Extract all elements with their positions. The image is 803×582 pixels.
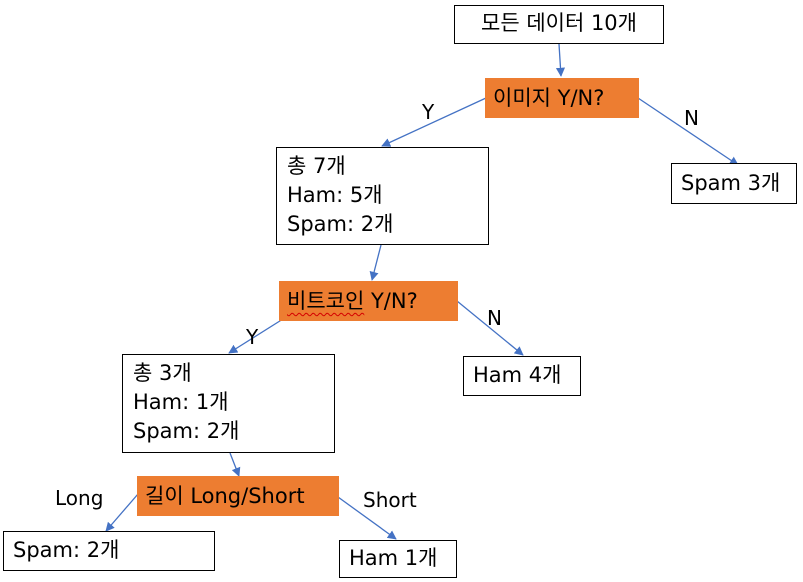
- edge-q1-yes: [381, 97, 487, 147]
- q1-no-leaf-label: Spam 3개: [681, 171, 781, 195]
- question-bitcoin-node: 비트코인 Y/N?: [279, 281, 458, 321]
- question-bitcoin-suffix: Y/N?: [364, 289, 418, 313]
- q2-yes-total: 총 3개: [133, 361, 192, 385]
- edge-q2-no: [456, 300, 524, 356]
- q3-short-leaf-label: Ham 1개: [349, 546, 438, 570]
- edge-q2-yes: [228, 318, 284, 354]
- q1-no-leaf: Spam 3개: [671, 163, 797, 204]
- edge-label-q1-no: N: [684, 106, 699, 130]
- edge-yesbox-q2: [369, 244, 382, 281]
- q1-yes-total: 총 7개: [287, 154, 346, 178]
- edge-label-q2-no: N: [487, 306, 502, 330]
- root-node-label: 모든 데이터 10개: [481, 11, 637, 35]
- edge-q1-no: [637, 97, 739, 166]
- question-length-node: 길이 Long/Short: [137, 476, 339, 516]
- question-bitcoin-word: 비트코인: [287, 289, 365, 313]
- q1-yes-summary-box: 총 7개 Ham: 5개 Spam: 2개: [276, 147, 489, 245]
- q1-yes-ham: Ham: 5개: [287, 183, 383, 207]
- edge-label-q1-yes: Y: [422, 100, 435, 124]
- q1-yes-spam: Spam: 2개: [287, 212, 394, 236]
- q2-no-leaf: Ham 4개: [463, 356, 581, 396]
- question-image-node: 이미지 Y/N?: [485, 78, 639, 118]
- edge-label-q2-yes: Y: [246, 325, 259, 349]
- q2-yes-summary-box: 총 3개 Ham: 1개 Spam: 2개: [122, 354, 335, 453]
- root-node: 모든 데이터 10개: [454, 5, 664, 44]
- edge-q3-short: [337, 496, 397, 540]
- q2-yes-spam: Spam: 2개: [133, 419, 240, 443]
- question-image-label: 이미지 Y/N?: [493, 86, 605, 110]
- q3-long-leaf: Spam: 2개: [3, 531, 215, 571]
- q2-no-leaf-label: Ham 4개: [473, 363, 562, 387]
- edge-q3-long: [105, 493, 139, 532]
- edge-yesbox2-q3: [229, 452, 241, 477]
- q3-long-leaf-label: Spam: 2개: [13, 538, 120, 562]
- edge-label-q3-short: Short: [363, 488, 417, 512]
- edge-root-q1: [555, 43, 566, 77]
- q3-short-leaf: Ham 1개: [339, 540, 457, 578]
- q2-yes-ham: Ham: 1개: [133, 390, 229, 414]
- edge-label-q3-long: Long: [55, 486, 104, 510]
- question-length-label: 길이 Long/Short: [145, 484, 305, 508]
